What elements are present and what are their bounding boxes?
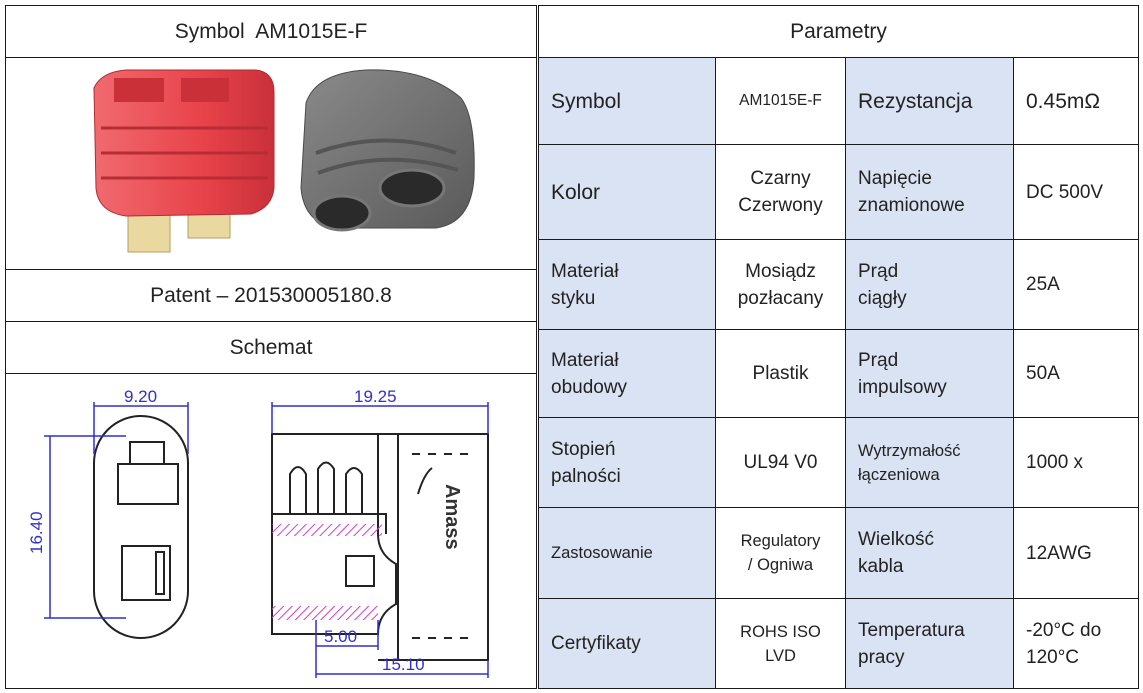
row-flammability-value: UL94 V0 bbox=[715, 417, 846, 508]
row-flammability-label: Stopień palności bbox=[538, 417, 716, 508]
row-cable-size-label: Wielkość kabla bbox=[845, 507, 1014, 599]
patent-text: Patent – 201530005180.8 bbox=[150, 284, 392, 307]
front-view bbox=[93, 415, 189, 639]
row-certificates-value: ROHS ISO LVD bbox=[715, 598, 846, 689]
side-dimensions bbox=[271, 402, 489, 678]
row-voltage-label: Napięcie znamionowe bbox=[845, 144, 1014, 240]
row-contact-material-value: Mosiądz pozłacany bbox=[715, 239, 846, 330]
schematic-drawing-area: 9.20 16.40 Amass 19.25 5.00 bbox=[5, 373, 537, 689]
row-housing-material-label: Materiał obudowy bbox=[538, 329, 716, 418]
side-view-brand: Amass bbox=[441, 484, 463, 550]
grey-connector-image bbox=[300, 69, 475, 232]
row-durability-value: 1000 x bbox=[1013, 417, 1139, 508]
symbol-header-text: Symbol AM1015E-F bbox=[174, 20, 368, 43]
row-application-label: Zastosowanie bbox=[538, 507, 716, 599]
schematic-header: Schemat bbox=[5, 321, 537, 374]
row-cable-size-value: 12AWG bbox=[1013, 507, 1139, 599]
row-application-value: Regulatory / Ogniwa bbox=[715, 507, 846, 599]
row-color-label: Kolor bbox=[538, 144, 716, 240]
dim-side-width: 19.25 bbox=[354, 387, 397, 406]
dim-front-height: 16.40 bbox=[27, 511, 46, 554]
red-connector-image bbox=[93, 69, 275, 253]
product-photo-area bbox=[5, 57, 537, 270]
row-contact-material-label: Materiał styku bbox=[538, 239, 716, 330]
parameters-header: Parametry bbox=[538, 5, 1139, 58]
row-pulse-current-value: 50A bbox=[1013, 329, 1139, 418]
row-continuous-current-label: Prąd ciągły bbox=[845, 239, 1014, 330]
dim-front-width: 9.20 bbox=[124, 387, 157, 406]
hatch-bottom bbox=[272, 606, 378, 620]
row-symbol-value: AM1015E-F bbox=[715, 57, 846, 145]
symbol-header: Symbol AM1015E-F bbox=[5, 5, 537, 58]
schematic-drawing: 9.20 16.40 Amass 19.25 5.00 bbox=[27, 387, 489, 678]
front-dimensions bbox=[44, 402, 189, 619]
row-certificates-label: Certyfikaty bbox=[538, 598, 716, 689]
product-photo bbox=[93, 69, 475, 253]
dim-side-total: 15.10 bbox=[382, 655, 425, 674]
row-temperature-value: -20°C do 120°C bbox=[1013, 598, 1139, 689]
hatch-top bbox=[272, 524, 382, 536]
row-resistance-value: 0.45mΩ bbox=[1013, 57, 1139, 145]
row-temperature-label: Temperatura pracy bbox=[845, 598, 1014, 689]
dim-side-small: 5.00 bbox=[324, 627, 357, 646]
row-color-value: Czarny Czerwony bbox=[715, 144, 846, 240]
row-pulse-current-label: Prąd impulsowy bbox=[845, 329, 1014, 418]
parameters-header-text: Parametry bbox=[790, 20, 887, 43]
row-resistance-label: Rezystancja bbox=[845, 57, 1014, 145]
schematic-header-text: Schemat bbox=[229, 336, 313, 359]
row-symbol-label: Symbol bbox=[538, 57, 716, 145]
patent-row: Patent – 201530005180.8 bbox=[5, 269, 537, 322]
row-durability-label: Wytrzymałość łączeniowa bbox=[845, 417, 1014, 508]
row-continuous-current-value: 25A bbox=[1013, 239, 1139, 330]
row-housing-material-value: Plastik bbox=[715, 329, 846, 418]
row-voltage-value: DC 500V bbox=[1013, 144, 1139, 240]
